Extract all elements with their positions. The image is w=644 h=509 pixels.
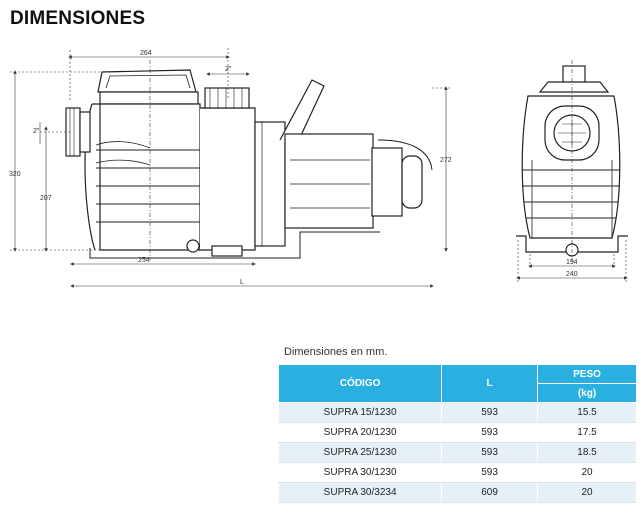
dim-inlet-offset: 2" — [33, 128, 40, 135]
dim-total-height: 320 — [9, 171, 21, 178]
table-row: SUPRA 20/1230 593 17.5 — [277, 422, 637, 443]
pump-front-view — [516, 65, 628, 257]
cell-code: SUPRA 25/1230 — [277, 442, 443, 463]
cell-weight: 20 — [537, 462, 637, 483]
cell-weight: 18.5 — [537, 442, 637, 463]
front-view-dimensions — [516, 60, 628, 282]
cell-code: SUPRA 20/1230 — [277, 422, 443, 443]
cell-code: SUPRA 30/3234 — [277, 482, 443, 503]
table-row: SUPRA 15/1230 593 15.5 — [277, 402, 637, 423]
cell-weight: 20 — [537, 482, 637, 503]
dim-overall-length: L — [240, 279, 244, 286]
page-title: DIMENSIONES — [10, 8, 146, 29]
cell-code: SUPRA 15/1230 — [277, 402, 443, 423]
table-row: SUPRA 30/1230 593 20 — [277, 462, 637, 483]
front-view-dimension-labels: 194 240 — [566, 259, 578, 278]
side-view-dimension-labels: 264 2" 2" 320 207 254 L 272 — [9, 50, 452, 286]
cell-length: 593 — [441, 402, 539, 423]
dimensions-table: CÓDIGO L PESO (kg) SUPRA 15/1230 593 15.… — [277, 364, 637, 503]
table-row: SUPRA 30/3234 609 20 — [277, 482, 637, 503]
cell-length: 593 — [441, 462, 539, 483]
table-row: SUPRA 25/1230 593 18.5 — [277, 442, 637, 463]
header-length: L — [441, 364, 539, 403]
cell-weight: 15.5 — [537, 402, 637, 423]
side-view-dimensions — [10, 48, 452, 288]
dim-outlet-offset: 2" — [225, 66, 232, 73]
cell-code: SUPRA 30/1230 — [277, 462, 443, 483]
cell-length: 593 — [441, 422, 539, 443]
header-weight: PESO — [537, 364, 637, 384]
dim-base-length: 254 — [138, 257, 150, 264]
dim-motor-height: 272 — [440, 157, 452, 164]
header-weight-unit: (kg) — [537, 383, 637, 403]
dim-overall-top: 264 — [140, 50, 152, 57]
header-code: CÓDIGO — [277, 364, 443, 403]
dim-base-inner: 194 — [566, 259, 578, 266]
cell-length: 609 — [441, 482, 539, 503]
table-caption: Dimensiones en mm. — [284, 346, 388, 358]
pump-side-view — [65, 69, 433, 259]
dim-inlet-height: 207 — [40, 195, 52, 202]
dim-base-outer: 240 — [566, 271, 578, 278]
cell-length: 593 — [441, 442, 539, 463]
pump-technical-drawing: 264 2" 2" 320 207 254 L 272 194 240 — [9, 48, 628, 288]
cell-weight: 17.5 — [537, 422, 637, 443]
